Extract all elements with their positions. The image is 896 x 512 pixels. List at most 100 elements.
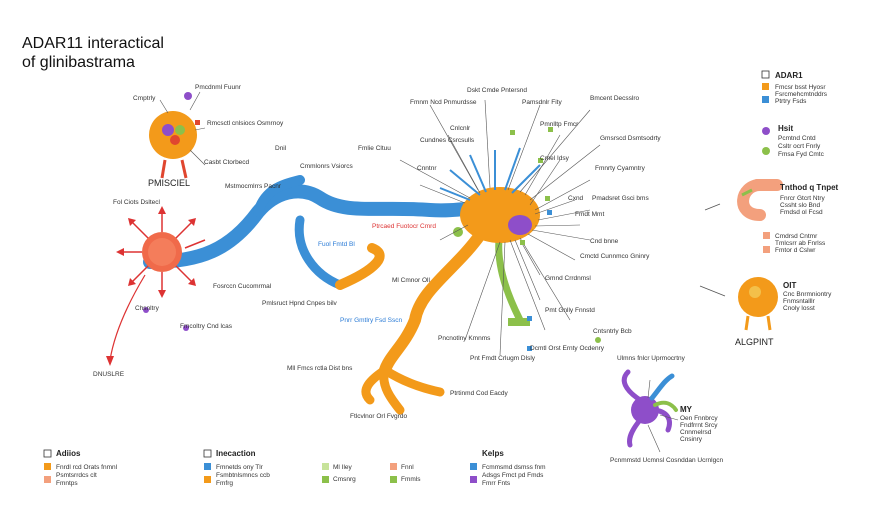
- rl-d-item-0: Cnc Bnrmniontry: [783, 291, 832, 298]
- bl-col5-title: Kelps: [482, 449, 504, 458]
- right-red-shape: [704, 179, 783, 221]
- lc-r2: Casbt Ctorbecd: [204, 159, 250, 166]
- bl-col1-item-2: Fmntps: [56, 480, 78, 487]
- c-label-3: Fmlie Cltuu: [358, 145, 391, 152]
- c-label-9: Ml Cmnor Oll: [392, 277, 430, 284]
- rl-e-top: Ulmns fnlcr Uprmocrtny: [617, 355, 686, 362]
- c-label-6: Fosrccn Cucomrmal: [213, 283, 272, 290]
- rl-a-item-2: Ptrtry Fsds: [775, 98, 807, 105]
- lc-top: Cmptrly: [133, 95, 156, 102]
- bl-col3-item-1: Cmsnrg: [333, 476, 356, 483]
- h-label-3: Bmcent Decsslro: [590, 95, 640, 102]
- rl-c-title: Tnthod q Tnpet: [780, 183, 839, 192]
- rl-e-bottom: Pcnmmstd Ucmnsl Cosnddan Ucrnlgcn: [610, 457, 723, 464]
- c-label-10: Mll Fmcs rctla Dist bns: [287, 365, 353, 372]
- rl-e-item-2: Cnnmelrsd: [680, 429, 712, 436]
- h-label-12: Pmadsret Gsci bms: [592, 195, 649, 202]
- title-line-1: ADAR11 interactical: [22, 35, 164, 52]
- blue-branch: [253, 175, 305, 217]
- rl-a-title: ADAR1: [775, 71, 803, 80]
- hub-cell: [460, 187, 540, 243]
- green-column: [508, 318, 530, 326]
- hub-nucleus: [508, 215, 532, 235]
- rl-b-item-2: Fmsa Fyd Cmtc: [778, 151, 825, 158]
- lc-top-right: Pmcdnml Fuunr: [195, 84, 242, 91]
- h-label-8: Cnntnr: [417, 165, 437, 172]
- rl-c-sub-2: Fmtor d Cslwr: [775, 247, 816, 254]
- rl-a-item-1: Fsrcmehcmtnddrs: [775, 91, 828, 98]
- rl-c-item-2: Fmdsd ol Fcsd: [780, 209, 823, 216]
- c-label-0: Dnil: [275, 145, 287, 152]
- rl-e-title: MY: [680, 405, 693, 414]
- c-label-5: Pnrr Gmtlry Fsd Sscn: [340, 317, 403, 324]
- rl-c-sub-0: Cmdrsd Cntmr: [775, 233, 818, 240]
- rl-d-item-1: Fnmsntalllr: [783, 298, 816, 305]
- h-label-5: Cnlcnlr: [450, 125, 471, 132]
- bl-col4-item-1: Fmmls: [401, 476, 421, 483]
- c-label-11: Ptrtinmd Cod Eacdy: [450, 390, 509, 397]
- rl-b-item-0: Pcmtnd Cntd: [778, 135, 816, 142]
- bl-col4-item-0: Fnnl: [401, 464, 414, 471]
- c-label-8: Fuol Fmtd Bl: [318, 241, 355, 248]
- h-label-2: Pamsdnlr Fity: [522, 99, 562, 106]
- h-label-18: Cntsntrly Bcb: [593, 328, 632, 335]
- bottom-legend-markers: [43, 449, 477, 483]
- h-label-20: Pnt Fmdt Crlugm Dlsly: [470, 355, 536, 362]
- rl-b-item-1: Csltr ocrt Fnrly: [778, 143, 821, 150]
- h-label-9: Cmel Idsy: [540, 155, 570, 162]
- h-label-14: Cnd bnne: [590, 238, 619, 245]
- rl-e-item-0: Oen Fnnbrcy: [680, 415, 718, 422]
- h-label-11: Cxnd: [568, 195, 584, 202]
- hub-green-dot: [453, 227, 463, 237]
- right-orange-cell: [699, 277, 778, 331]
- h-label-0: Fmnm Ncd Pnmurdsse: [410, 99, 477, 106]
- hub-leaders: [399, 99, 601, 356]
- bl-col2-item-2: Fmfrg: [216, 480, 233, 487]
- rl-c-item-1: Cssht slo Bnd: [780, 202, 820, 209]
- c-label-2: Cmmlonrs Vsiorcs: [300, 163, 353, 170]
- h-label-13: Fmdt Mmt: [575, 211, 604, 218]
- bl-col1-item-1: Psmtsrrdcs clt: [56, 472, 97, 479]
- h-label-15: Cmctd Cunnmco Gninry: [580, 253, 650, 260]
- c-label-4: Ptrcaed Fuotocr Cmrd: [372, 223, 436, 230]
- c-label-1: Mstmocmlrrs Pacnr: [225, 183, 282, 190]
- sc-bottom: DNUSLRE: [93, 371, 125, 378]
- bl-col5-item-1: Adsgs Fmct pd Fmds: [482, 472, 544, 479]
- h-label-19: Pncnotlny Kmnms: [438, 335, 491, 342]
- left-cell: [149, 92, 200, 179]
- bl-col3-item-0: Ml Iley: [333, 464, 353, 471]
- rl-d-item-2: Cnoly losst: [783, 305, 815, 312]
- h-label-21: Dcmtl Orst Ernty Ocdenry: [530, 345, 605, 352]
- rl-d-name: ALGPINT: [735, 337, 774, 347]
- rl-c-item-0: Fnrcr Gtcrt Ntry: [780, 195, 826, 202]
- title-line-2: of glinibastrama: [22, 54, 135, 71]
- h-label-4: Cundnes Csrcsulls: [420, 137, 475, 144]
- rl-d-title: OIT: [783, 281, 796, 290]
- hub-spokes: [439, 147, 541, 201]
- sc-b1: Chsnltry: [135, 305, 160, 312]
- h-label-17: Pmt Gnlly Fnnstd: [545, 307, 595, 314]
- bl-col1-item-0: Fnrdl rcd Orats fnmnl: [56, 464, 118, 471]
- sc-b2: Fmcoltry Cnd lcas: [180, 323, 233, 330]
- bl-col5-item-0: Fcmmsmd dsmss fnm: [482, 464, 546, 471]
- diagram-title: ADAR11 interactical of glinibastrama: [22, 34, 164, 72]
- c-label-12: Ftlcvlnor Orl Fvgrdo: [350, 413, 407, 420]
- lc-name: PMISCIEL: [148, 178, 190, 188]
- orange-arm-1: [335, 243, 385, 290]
- bl-col2-title: Inecaction: [216, 449, 256, 458]
- h-label-16: Gmnd Crrdnmsl: [545, 275, 591, 282]
- h-label-10: Fmnrty Cyamntry: [595, 165, 646, 172]
- c-label-7: Pmlsruct Hpnd Cnpes bilv: [262, 300, 338, 307]
- rl-b-title: Hsit: [778, 124, 793, 133]
- purple-cluster: [621, 369, 679, 453]
- lc-r1: Rmcsctl cnlsiocs Osmrnoy: [207, 120, 284, 127]
- bl-col2-item-0: Fmnetds ony Tlr: [216, 464, 264, 471]
- rl-e-item-1: Fndfrrnt Srcy: [680, 422, 718, 429]
- bl-col1-title: Adiios: [56, 449, 81, 458]
- right-legend-markers: [761, 70, 770, 253]
- orange-arm-3: [361, 365, 445, 415]
- blue-pathway: [143, 184, 507, 269]
- sc-left: Fol Ciots Dsltecl: [113, 199, 161, 206]
